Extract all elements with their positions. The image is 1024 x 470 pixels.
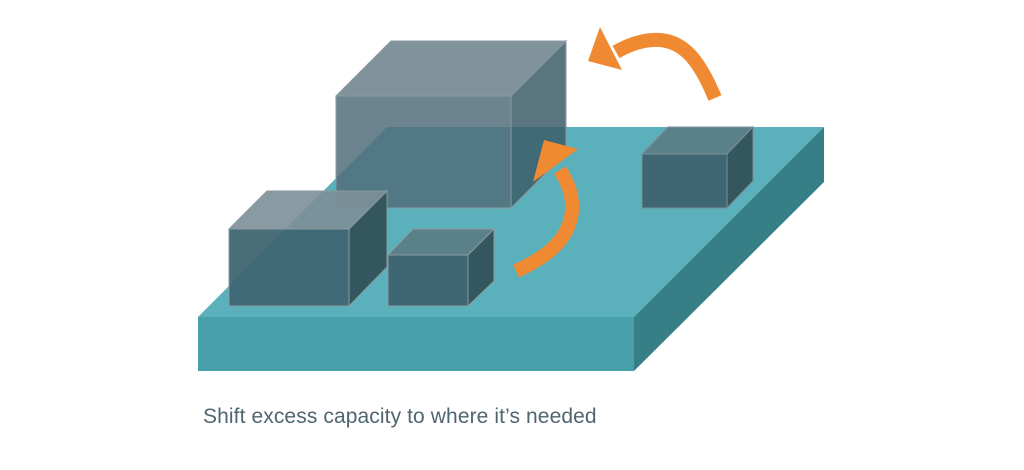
platform-front (198, 317, 634, 371)
left-box (227, 189, 389, 308)
curved-arrow-center-icon (513, 140, 580, 278)
right-box (640, 125, 755, 210)
middle-small-box (386, 227, 496, 308)
curved-arrow-top-right-icon (588, 27, 722, 101)
diagram-caption: Shift excess capacity to where it’s need… (203, 405, 597, 428)
large-box (334, 39, 568, 210)
platform-side (634, 127, 824, 371)
